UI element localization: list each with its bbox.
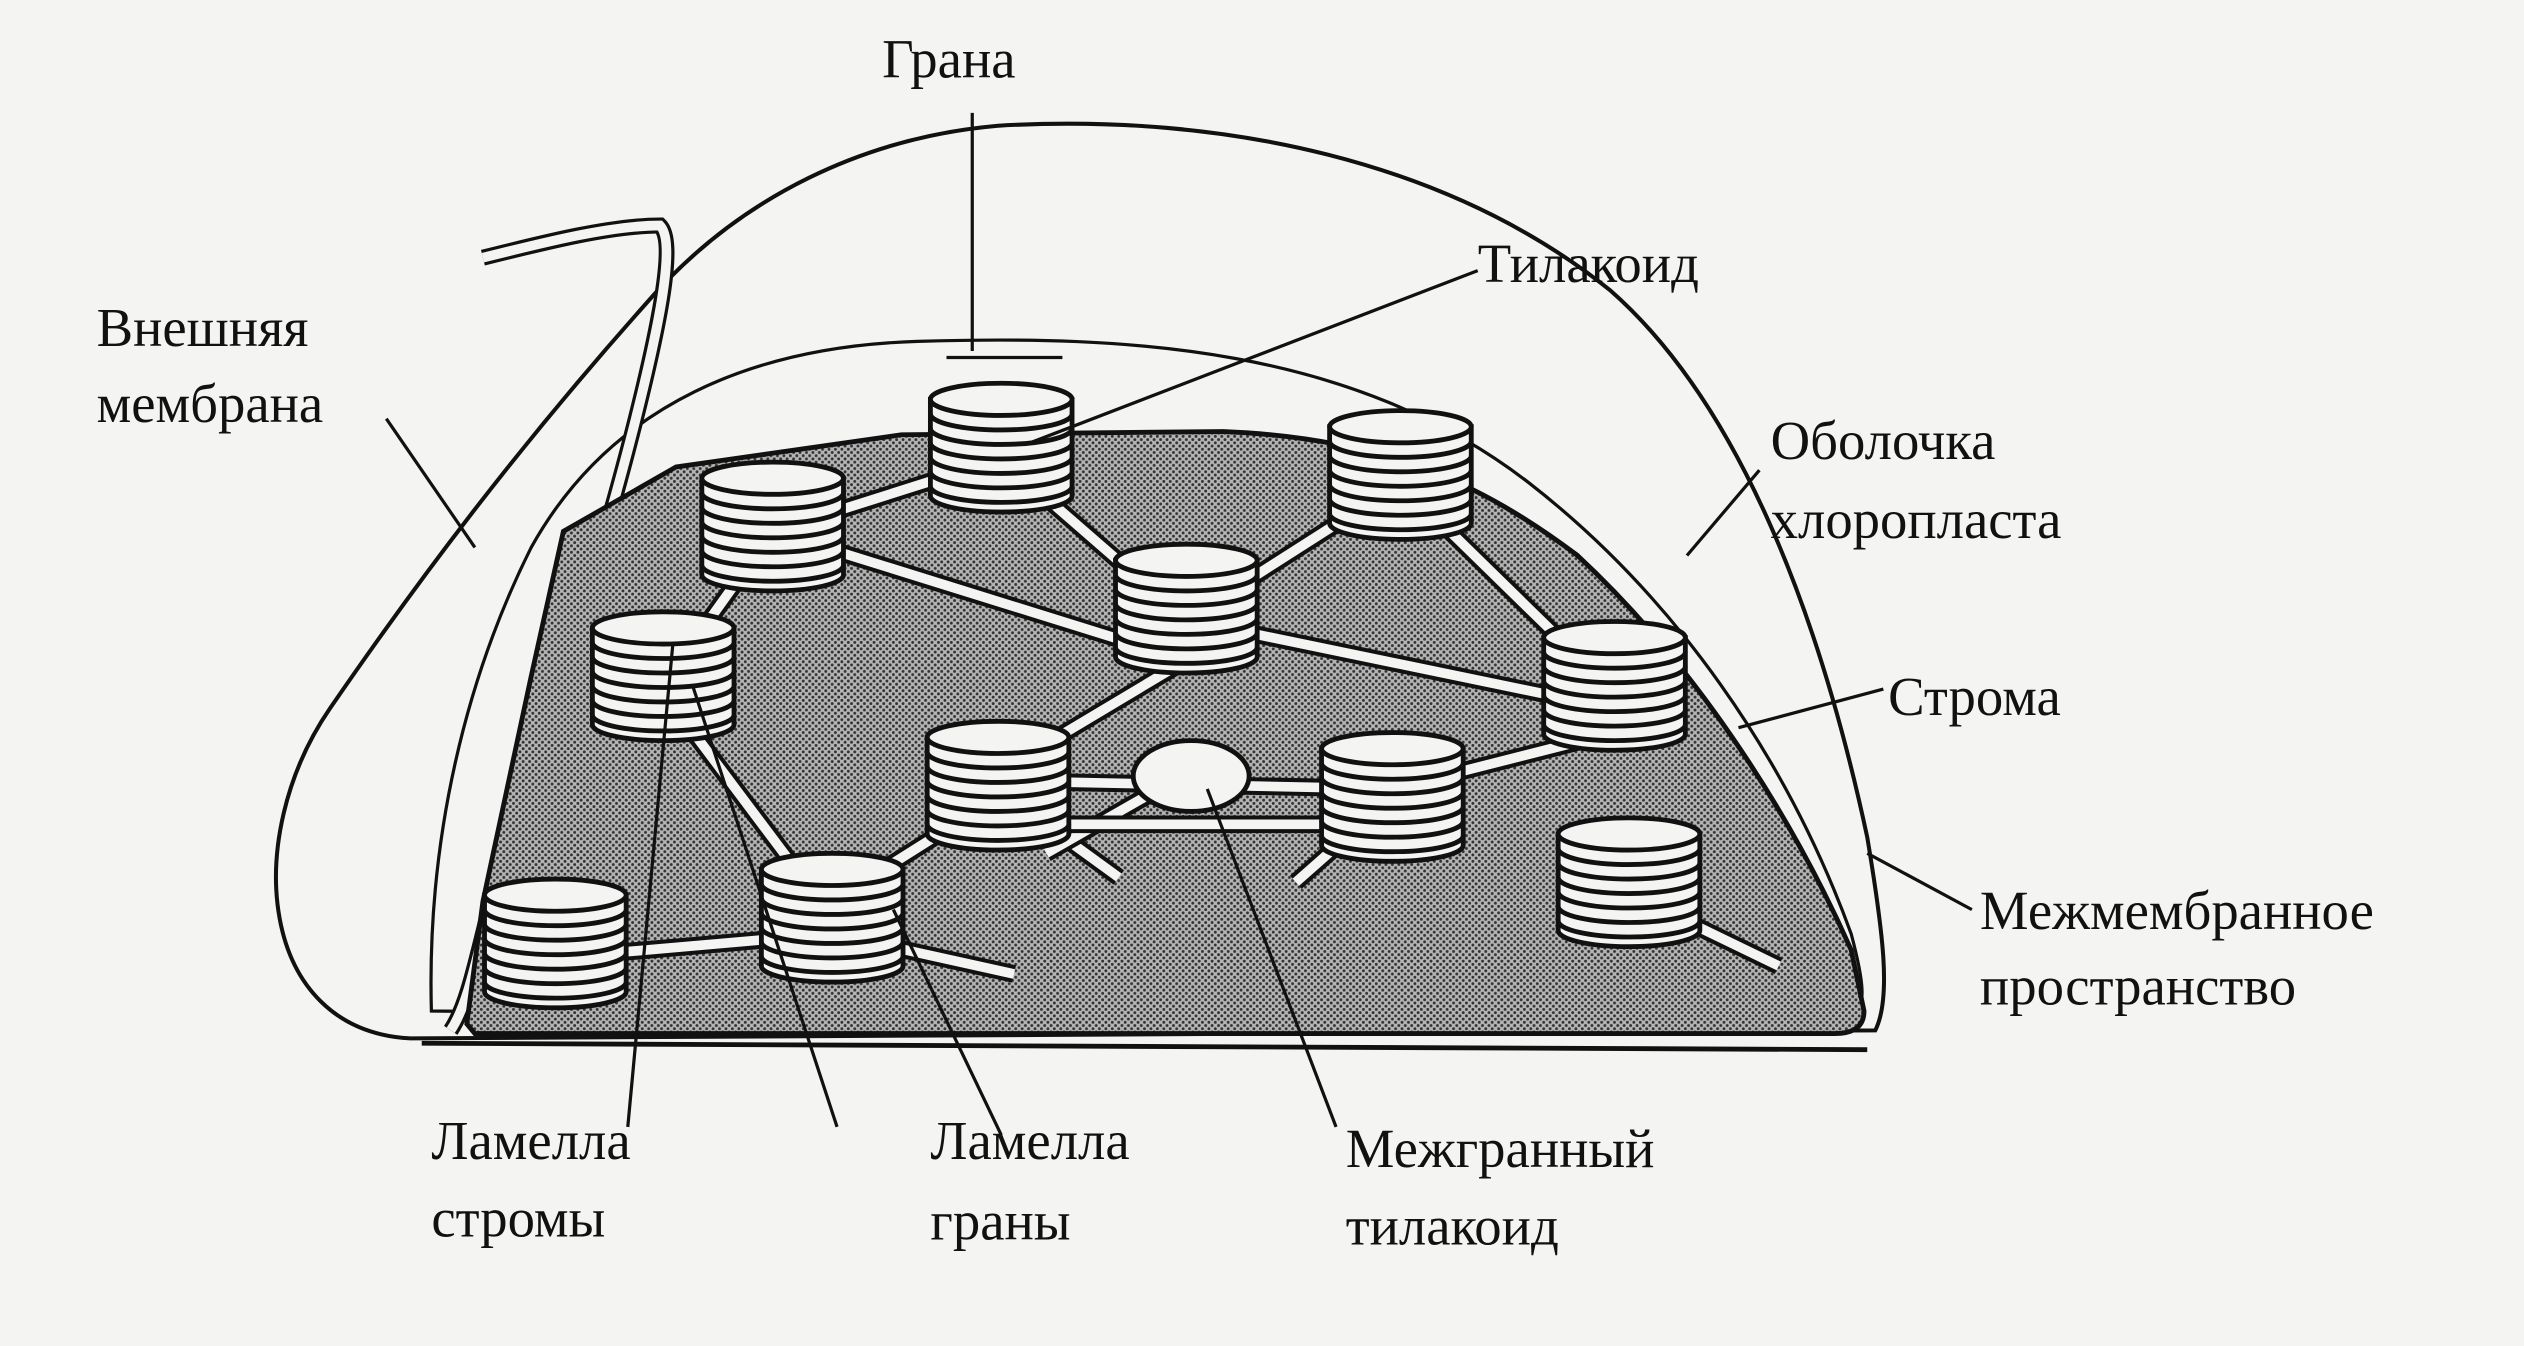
thylakoid-disc: [482, 981, 629, 1001]
thylakoid-disc: [1541, 724, 1688, 744]
thylakoid-disc: [927, 413, 1075, 433]
granum: [924, 718, 1072, 853]
label-outer-membrane-1: Внешняя: [97, 297, 309, 358]
inner-membrane: [429, 338, 1864, 1026]
thylakoid-disc: [699, 521, 846, 541]
thylakoid-disc: [699, 535, 846, 555]
granum: [1541, 619, 1688, 753]
label-intermembrane-1: Межмембранное: [1980, 880, 2374, 941]
thylakoid-disc: [927, 471, 1075, 491]
thylakoid-disc: [1113, 603, 1260, 623]
granum: [1319, 730, 1466, 864]
thylakoid-disc: [927, 442, 1075, 462]
thylakoid-disc: [1541, 680, 1688, 700]
label-stroma: Строма: [1888, 666, 2061, 727]
label-grana-lamella-1: Ламелла: [930, 1110, 1129, 1171]
intergranal-thylakoid-bulge: [1130, 738, 1252, 814]
granum: [758, 850, 906, 985]
label-intergranal-1: Межгранный: [1346, 1118, 1655, 1179]
thylakoid-disc: [1319, 835, 1466, 855]
thylakoid-disc: [1555, 920, 1703, 940]
thylakoid-disc: [1327, 455, 1474, 475]
label-envelope-2: хлоропласта: [1771, 489, 2062, 550]
label-envelope-1: Оболочка: [1771, 410, 1996, 471]
thylakoid-disc: [482, 923, 629, 943]
thylakoid-disc: [1327, 498, 1474, 518]
thylakoid-disc: [1319, 820, 1466, 840]
thylakoid-disc: [927, 456, 1075, 476]
thylakoid-disc: [699, 550, 846, 570]
thylakoid-disc: [699, 492, 846, 512]
thylakoid-disc: [1113, 646, 1260, 666]
granum: [1113, 541, 1260, 676]
thylakoid-disc: [924, 809, 1072, 829]
thylakoid-disc: [1113, 574, 1260, 594]
thylakoid-disc: [924, 823, 1072, 843]
thylakoid-disc: [1327, 469, 1474, 489]
thylakoid-disc: [1541, 651, 1688, 671]
granum: [927, 380, 1075, 515]
thylakoid-disc: [589, 641, 737, 661]
thylakoid-disc: [699, 506, 846, 526]
thylakoid-disc: [927, 427, 1075, 447]
label-stroma-lamella-2: стромы: [431, 1187, 605, 1248]
thylakoid-disc: [758, 955, 906, 975]
thylakoid-disc: [589, 670, 737, 690]
thylakoid-disc: [1555, 905, 1703, 925]
granum: [699, 459, 846, 594]
label-outer-membrane-2: мембрана: [97, 373, 324, 434]
thylakoid-disc: [924, 765, 1072, 785]
thylakoid-disc: [927, 485, 1075, 505]
thylakoid-disc: [1319, 762, 1466, 782]
granum: [589, 609, 737, 744]
thylakoid-disc: [482, 909, 629, 929]
label-grana: Грана: [882, 28, 1015, 89]
thylakoid-disc: [1319, 777, 1466, 797]
thylakoid-disc: [758, 883, 906, 903]
thylakoid-disc: [924, 751, 1072, 771]
label-stroma-lamella-1: Ламелла: [431, 1110, 630, 1171]
thylakoid-disc: [1113, 617, 1260, 637]
thylakoid-disc: [589, 656, 737, 676]
label-intermembrane-2: пространство: [1980, 956, 2296, 1017]
thylakoid-disc: [1541, 695, 1688, 715]
granum: [482, 876, 629, 1011]
label-grana-lamella-2: граны: [930, 1191, 1070, 1252]
thylakoid-disc: [758, 941, 906, 961]
thylakoid-disc: [482, 938, 629, 958]
thylakoid-disc: [699, 564, 846, 584]
thylakoid-disc: [1555, 847, 1703, 867]
thylakoid-disc: [1555, 891, 1703, 911]
thylakoid-disc: [589, 699, 737, 719]
thylakoid-disc: [1555, 876, 1703, 896]
thylakoid-disc: [1541, 709, 1688, 729]
thylakoid-disc: [1327, 484, 1474, 504]
label-intergranal-2: тилакоид: [1346, 1195, 1559, 1256]
granum: [1555, 815, 1703, 950]
thylakoid-disc: [1555, 862, 1703, 882]
thylakoid-disc: [482, 952, 629, 972]
label-thylakoid: Тилакоид: [1478, 233, 1699, 294]
thylakoid-disc: [1113, 632, 1260, 652]
leader-lines: [385, 112, 1973, 1136]
thylakoid-disc: [1113, 588, 1260, 608]
thylakoid-disc: [758, 897, 906, 917]
thylakoid-disc: [1319, 791, 1466, 811]
thylakoid-disc: [1327, 440, 1474, 460]
thylakoid-disc: [924, 780, 1072, 800]
thylakoid-disc: [482, 967, 629, 987]
thylakoid-disc: [924, 794, 1072, 814]
thylakoid-disc: [589, 685, 737, 705]
thylakoid-disc: [758, 926, 906, 946]
thylakoid-disc: [1319, 806, 1466, 826]
thylakoid-disc: [1541, 666, 1688, 686]
granum: [1327, 408, 1474, 542]
thylakoid-disc: [1327, 513, 1474, 533]
